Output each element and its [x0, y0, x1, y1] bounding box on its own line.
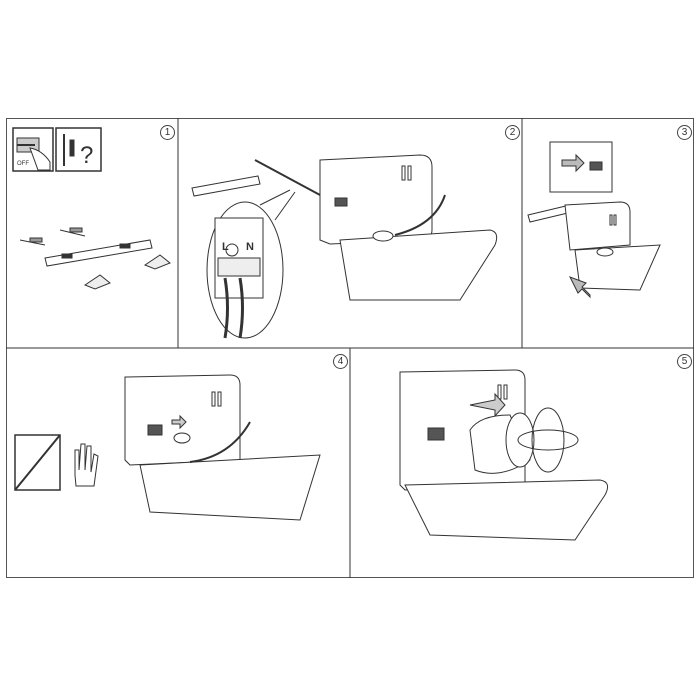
wall-bracket-drawing: [19, 227, 171, 290]
mount-lamp-drawing: [527, 141, 661, 299]
screw-tools-icon: [55, 127, 102, 172]
step-number-4: 4: [333, 354, 348, 369]
step-number-3: 3: [677, 125, 692, 140]
step-number-2: 2: [505, 125, 520, 140]
off-label: OFF: [17, 161, 29, 167]
live-terminal-label: L: [222, 241, 229, 253]
step-number-1: 1: [160, 125, 175, 140]
neutral-terminal-label: N: [246, 241, 254, 253]
step-number-5: 5: [677, 354, 692, 369]
question-mark: ?: [80, 142, 93, 169]
attach-shade-drawing: [399, 369, 609, 541]
power-off-icon: [12, 127, 54, 172]
wiring-drawing: [191, 154, 498, 339]
connect-lamp-drawing: [14, 374, 321, 521]
